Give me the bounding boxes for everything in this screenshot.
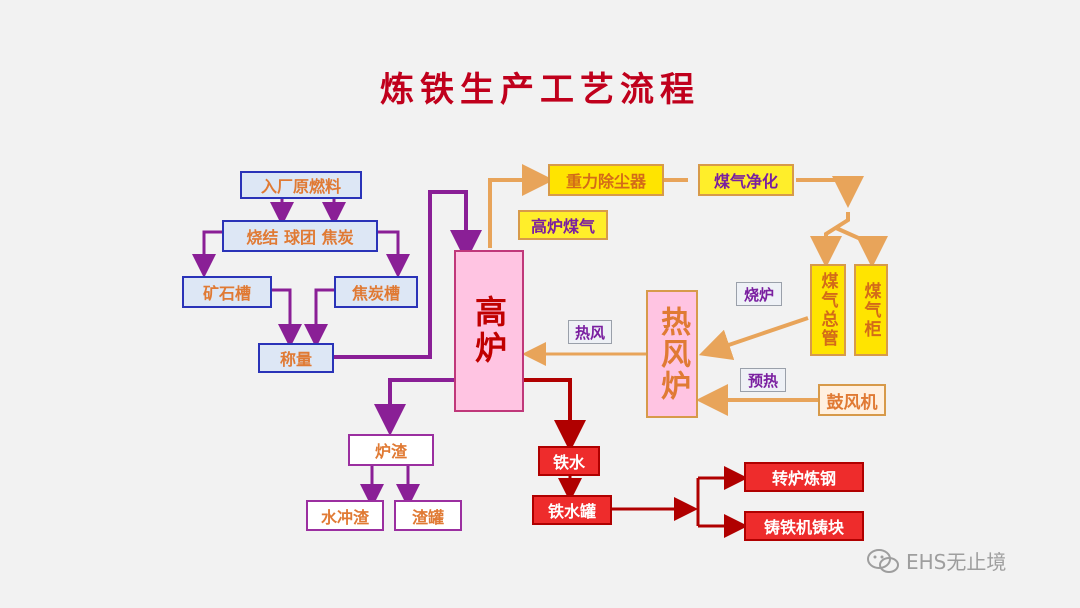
gas-main-box: 煤气总管 [810,264,846,356]
weighing-box: 称量 [258,343,334,373]
hot-stove-box: 热风炉 [646,290,698,418]
arrow-weighing-to-furnace [334,190,482,359]
sinter-pellet-coke-box: 烧结 球团 焦炭 [222,220,378,252]
slag-box: 炉渣 [348,434,434,466]
dust-catcher-box: 重力除尘器 [548,164,664,196]
page-title: 炼铁生产工艺流程 [380,70,700,110]
water-slag-box: 水冲渣 [306,500,384,531]
ore-bin-box: 矿石槽 [182,276,272,308]
blower-box: 鼓风机 [818,384,886,416]
arrow-furnace-to-iron [524,378,586,452]
pig-casting-box: 铸铁机铸块 [744,511,864,541]
arrow-furnace-to-slag [374,378,454,436]
arrow-slag-to-products [360,466,420,508]
arrow-sinter-to-bins [192,230,410,278]
arrow-raw-to-sinter [270,199,346,226]
burn-label: 烧炉 [736,282,782,306]
watermark-text: EHS无止境 [906,550,1007,574]
coke-bin-box: 焦炭槽 [334,276,418,308]
arrow-main-to-stove [698,316,809,360]
arrow-ladle-to-products [612,466,748,538]
gas-cleaning-box: 煤气净化 [698,164,794,196]
converter-steelmaking-box: 转炉炼钢 [744,462,864,492]
arrow-bins-to-weighing [272,288,334,348]
molten-iron-box: 铁水 [538,446,600,476]
slag-tank-box: 渣罐 [394,500,462,531]
arrow-furnace-to-dust [488,164,864,248]
blast-furnace-box: 高炉 [454,250,524,412]
arrow-gas-to-main [810,212,888,268]
preheat-label: 预热 [740,368,786,392]
gas-holder-box: 煤气柜 [854,264,888,356]
iron-ladle-box: 铁水罐 [532,495,612,525]
raw-input-box: 入厂原燃料 [240,171,362,199]
wechat-icon [867,548,899,573]
hot-blast-label: 热风 [568,320,612,344]
watermark: EHS无止境 [866,546,1006,575]
bf-gas-label: 高炉煤气 [518,210,608,240]
